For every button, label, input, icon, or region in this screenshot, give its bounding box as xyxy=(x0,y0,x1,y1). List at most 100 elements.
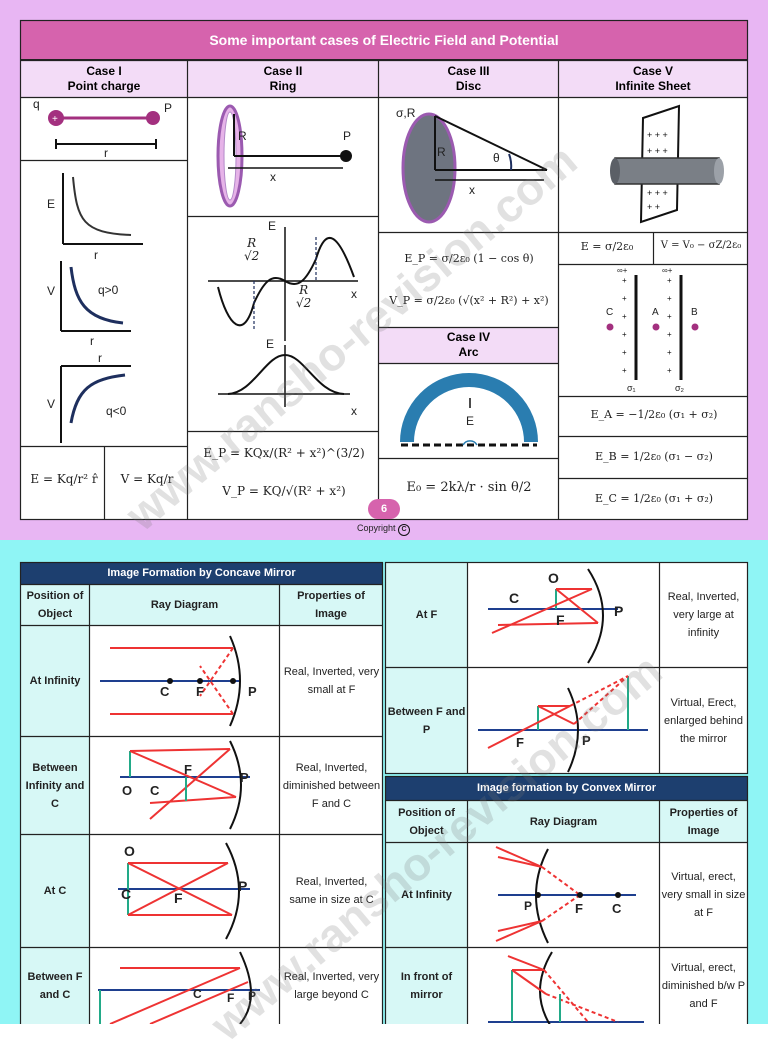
svg-text:+: + xyxy=(622,294,627,303)
concave-title: Image Formation by Concave Mirror xyxy=(20,562,383,584)
concave-r1-label-p: P xyxy=(248,684,257,699)
svg-text:+: + xyxy=(622,330,627,339)
case5-sub: Infinite Sheet xyxy=(615,79,691,93)
disc-potential-formula: V_P = σ/2ε₀ (√(x² + R²) + x²) xyxy=(389,294,549,307)
disc-label-sigmaR: σ,R xyxy=(396,106,416,120)
svg-text:+ +: + + xyxy=(647,202,660,212)
svg-text:+: + xyxy=(667,330,672,339)
ring-graph-e-label: E xyxy=(268,219,277,233)
concave-r3-label-c: C xyxy=(121,886,132,902)
convex-col-position: Position of Object xyxy=(386,801,467,842)
ring-field-formula: E_P = KQx/(R² + x²)^(3/2) xyxy=(203,446,365,460)
svg-text:+ + +: + + + xyxy=(647,146,668,156)
graph-v-label-1: V xyxy=(47,284,56,298)
point-a-dot xyxy=(652,323,660,331)
concave-row2-position: Between Infinity and C xyxy=(21,737,89,834)
concave-row5-position: At F xyxy=(386,563,467,667)
between-fp-label-f: F xyxy=(516,735,524,750)
sigma2-label: σ₂ xyxy=(675,383,685,393)
concave-r1-label-f: F xyxy=(196,684,204,699)
ring-r-over-root2-left: R√2 xyxy=(244,236,260,263)
concave-col-props: Properties of Image xyxy=(280,584,382,625)
ring-graph-e-label-2: E xyxy=(266,337,275,351)
graph-r-label-1: r xyxy=(94,248,98,262)
between-fp-label-p: P xyxy=(582,733,591,748)
field-at-c-formula: E_C = 1/2ε₀ (σ₁ + σ₂) xyxy=(594,492,714,505)
arc-diagram xyxy=(400,373,538,447)
sheet-field-formula: E = σ/2ε₀ xyxy=(580,240,634,253)
convex-r1-label-p: P xyxy=(524,899,533,913)
point-c-label: C xyxy=(606,307,614,318)
case2-sub: Ring xyxy=(269,79,297,93)
concave-r3-label-o: O xyxy=(124,843,135,859)
disc-diagram xyxy=(401,112,548,224)
convex-row2-position: In front of mirror xyxy=(386,948,467,1024)
disc-label-r: R xyxy=(437,145,446,159)
concave-row5-props: Real, Inverted, very large at infinity xyxy=(667,591,740,639)
disc-field-formula: E_P = σ/2ε₀ (1 − cos θ) xyxy=(404,252,534,265)
concave-at-c-ray-diagram xyxy=(118,842,250,940)
arc-label-e: E xyxy=(466,414,475,428)
svg-text:+: + xyxy=(622,366,627,375)
at-f-label-p: P xyxy=(614,603,624,619)
convex-col-props: Properties of Image xyxy=(660,801,747,842)
concave-r2-label-p: P xyxy=(240,770,249,785)
concave-r2-label-o: O xyxy=(122,783,133,798)
convex-front-ray-diagram xyxy=(488,951,644,1024)
concave-row6-props: Virtual, Erect, enlarged behind the mirr… xyxy=(664,696,743,745)
at-f-label-f: F xyxy=(556,612,565,628)
ring-point-p xyxy=(340,150,352,162)
sheet2-infinity: ∞+ xyxy=(662,266,673,275)
convex-r1-label-c: C xyxy=(612,901,622,916)
case2-name: Case II xyxy=(263,64,303,78)
concave-r3-label-f: F xyxy=(174,890,183,906)
concave-row4-position: Between F and C xyxy=(21,948,89,1024)
copyright-text: Copyright C xyxy=(357,523,411,536)
concave-r4-label-c: C xyxy=(193,987,202,1001)
convex-row1-position: At Infinity xyxy=(386,843,467,947)
svg-text:+: + xyxy=(622,348,627,357)
ring-r-over-root2-right: R√2 xyxy=(296,283,312,310)
case3-name: Case III xyxy=(447,64,490,78)
svg-text:+: + xyxy=(622,312,627,321)
point-p-dot xyxy=(146,111,160,125)
convex-title: Image formation by Convex Mirror xyxy=(385,776,748,800)
sheet1-infinity: ∞+ xyxy=(617,266,628,275)
charge-q-dot xyxy=(48,110,64,126)
point-b-label: B xyxy=(691,307,698,318)
concave-beyond-c-ray-diagram xyxy=(120,740,250,830)
svg-text:+: + xyxy=(667,348,672,357)
concave-r4-label-f: F xyxy=(227,991,235,1005)
svg-text:+: + xyxy=(667,312,672,321)
ring-field-graphs xyxy=(208,227,358,407)
graph-r-label-2: r xyxy=(90,334,94,348)
disc-label-theta: θ xyxy=(493,151,500,165)
case1-sub: Point charge xyxy=(67,79,141,93)
ring-label-p: P xyxy=(343,129,352,143)
case4-sub: Arc xyxy=(458,345,479,359)
concave-row3-props: Real, Inverted, same in size at C xyxy=(289,876,374,906)
two-sheets-diagram: + + + + + + + + + + + + xyxy=(606,275,699,380)
concave-row6-position: Between F and P xyxy=(386,668,467,773)
q-positive-label: q>0 xyxy=(98,283,119,297)
label-p: P xyxy=(164,101,173,115)
ring-graph-x-label-1: x xyxy=(351,287,357,301)
convex-row1-props: Virtual, erect, very small in size at F xyxy=(661,871,746,919)
svg-text:+: + xyxy=(52,114,58,125)
copyright-label: Copyright xyxy=(357,523,396,533)
point-charge-diagram: + xyxy=(48,110,160,149)
convex-row2-props: Virtual, erect, diminished b/w P and F xyxy=(661,962,746,1010)
point-b-dot xyxy=(691,323,699,331)
svg-text:+: + xyxy=(622,276,627,285)
svg-text:+: + xyxy=(667,276,672,285)
point-charge-field-formula: E = Kq/r² r̂ xyxy=(30,472,98,486)
concave-row2-props: Real, Inverted, diminished between F and… xyxy=(282,761,381,810)
page-number-badge: 6 xyxy=(368,499,400,519)
convex-table-grid xyxy=(384,775,749,1024)
concave-table-grid xyxy=(19,561,384,1024)
ring-diagram xyxy=(216,104,352,208)
